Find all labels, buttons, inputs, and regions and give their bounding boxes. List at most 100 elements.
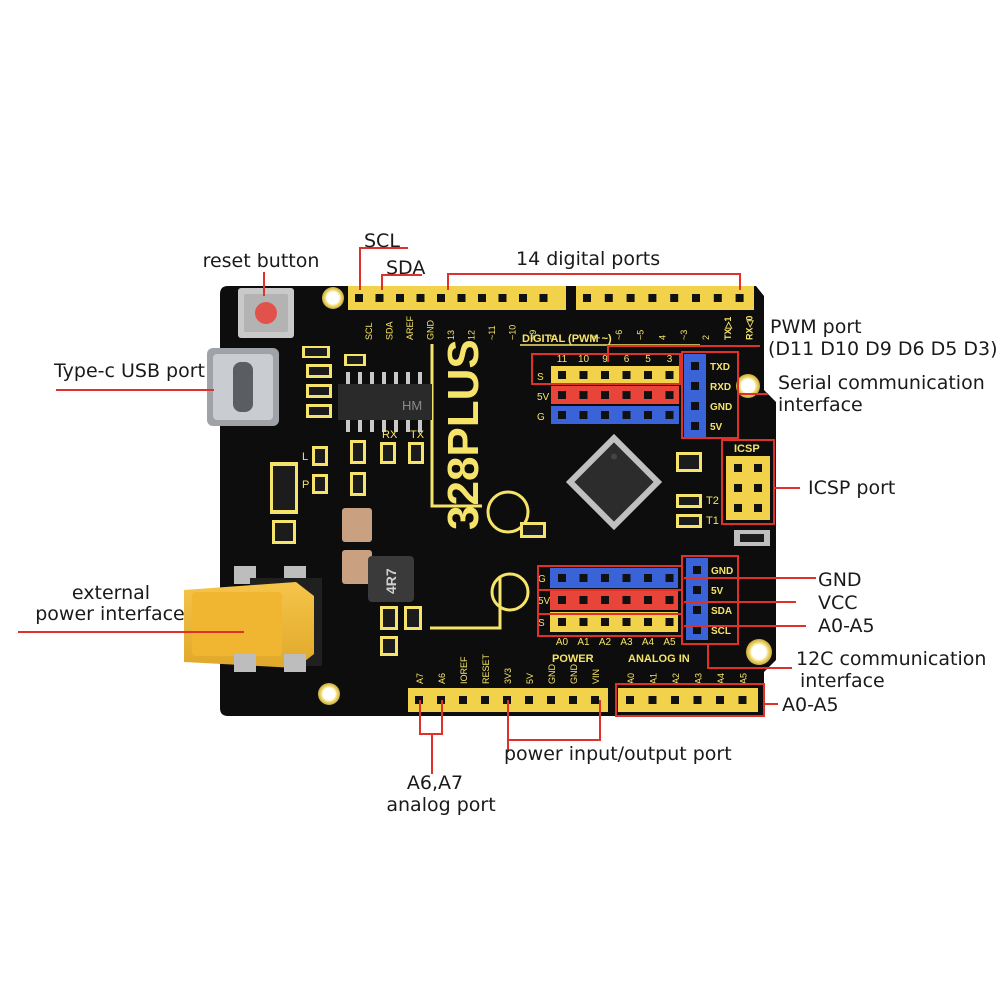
mounting-holes <box>318 287 772 705</box>
top-pin-label: 13 <box>446 330 456 340</box>
usb-serial-chip: HM <box>338 372 432 432</box>
box-i2c <box>681 555 739 645</box>
pwm-pins <box>551 366 679 424</box>
analog-header-label: A1 <box>649 673 659 684</box>
callout-a0a5-sensor: A0-A5 <box>818 615 875 637</box>
top-pin-label: SCL <box>364 322 374 340</box>
serial-label: GND <box>710 402 732 413</box>
svg-row-label: S <box>537 372 544 383</box>
callout-pwm-line1: PWM port <box>770 316 862 338</box>
icsp-header-body <box>726 456 770 520</box>
callout-pwm-line2: (D11 D10 D9 D6 D5 D3) <box>768 338 998 360</box>
analog-row-label: S <box>538 618 545 629</box>
line-scl <box>359 247 408 290</box>
callout-a6a7-line2: analog port <box>386 794 496 816</box>
callout-sda: SDA <box>386 257 426 279</box>
box-pwm <box>531 353 681 385</box>
callout-serial-line1: Serial communication <box>778 372 985 394</box>
power-pin-label: A7 <box>415 673 425 684</box>
pwm-pin-label: 9 <box>602 354 608 365</box>
led-label-tx: TX <box>410 429 425 441</box>
line-power-io <box>507 700 601 741</box>
callout-digital-ports: 14 digital ports <box>516 248 661 270</box>
power-pin-label: A6 <box>437 673 447 684</box>
led-label-t2: T2 <box>706 495 719 507</box>
callout-i2c-line1: 12C communication <box>796 648 987 670</box>
analog-row-labels: G 5V S <box>538 574 551 629</box>
power-pin-label: GND <box>569 664 579 685</box>
reset-button[interactable] <box>238 288 294 338</box>
i2c-label: SDA <box>711 606 732 617</box>
svg-row-label: 5V <box>537 392 550 403</box>
analog-header <box>618 688 758 712</box>
icsp-title: ICSP <box>734 443 760 455</box>
top-pin-label: ~11 <box>487 325 497 340</box>
analog-header-label: A3 <box>694 673 704 684</box>
callout-i2c-line2: interface <box>800 670 885 692</box>
smd-components: 4R7 <box>270 346 770 656</box>
analog-header-label: A2 <box>671 673 681 684</box>
top-pin-label: 2 <box>701 335 711 340</box>
usb-c-port[interactable] <box>207 348 279 426</box>
led-label-p: P <box>302 479 309 491</box>
callout-gnd: GND <box>818 569 862 591</box>
serial-labels: TXD RXD GND 5V <box>710 362 732 433</box>
chip-marking: HM <box>402 398 422 413</box>
analog-title: ANALOG IN <box>628 653 690 665</box>
svg-row-labels: S 5V G <box>537 372 550 423</box>
top-left-header <box>348 286 566 310</box>
pwm-pin-label: 11 <box>557 354 568 365</box>
power-pin-label: VIN <box>591 669 601 684</box>
led-label-t1: T1 <box>706 515 719 527</box>
power-jack[interactable] <box>184 566 322 672</box>
serial-block: TXD RXD GND 5V <box>684 354 732 438</box>
top-pin-label: SDA <box>385 321 395 340</box>
line-i2c <box>707 644 792 669</box>
top-pin-label: ~6 <box>614 330 624 340</box>
callout-a0a5-header: A0-A5 <box>782 694 839 716</box>
power-pin-label: 3V3 <box>503 668 513 684</box>
i2c-label: GND <box>711 566 733 577</box>
power-pin-label: IOREF <box>459 656 469 684</box>
top-pin-label: 4 <box>657 335 667 340</box>
header-holes <box>355 294 747 704</box>
top-pin-label: ~3 <box>679 330 689 340</box>
callout-external-line1: external <box>71 582 151 604</box>
digital-header-title: DIGITAL (PWM ~) <box>522 333 612 345</box>
pwm-pin-label: 5 <box>645 354 651 365</box>
line-sda <box>381 274 422 290</box>
serial-label: 5V <box>710 422 723 433</box>
callout-serial-line2: interface <box>778 394 863 416</box>
analog-row-label: 5V <box>538 596 551 607</box>
serial-label: RXD <box>710 382 731 393</box>
power-pin-label: 5V <box>525 673 535 684</box>
callout-reset-button: reset button <box>202 250 320 272</box>
analog-row-label: G <box>538 574 546 585</box>
box-serial <box>681 351 739 439</box>
power-pin-label: GND <box>547 664 557 685</box>
analog-header-label: A0 <box>626 673 636 684</box>
top-pin-label: 7 <box>592 335 602 340</box>
top-pin-label: TX▷1 <box>723 317 733 340</box>
pwm-pin-label: 10 <box>578 354 590 365</box>
analog-pin-label: A2 <box>599 637 612 648</box>
callout-lines <box>18 247 816 774</box>
callout-external-line2: power interface <box>35 603 185 625</box>
serial-label: TXD <box>710 362 730 373</box>
svg-row-label: G <box>537 412 545 423</box>
top-pin-label: GND <box>426 320 436 341</box>
i2c-label: 5V <box>711 586 724 597</box>
callout-power-io: power input/output port <box>504 743 732 765</box>
analog-pin-label: A3 <box>620 637 633 648</box>
callout-a6a7-line1: A6,A7 <box>406 772 464 794</box>
box-a0a5-header <box>615 683 765 717</box>
